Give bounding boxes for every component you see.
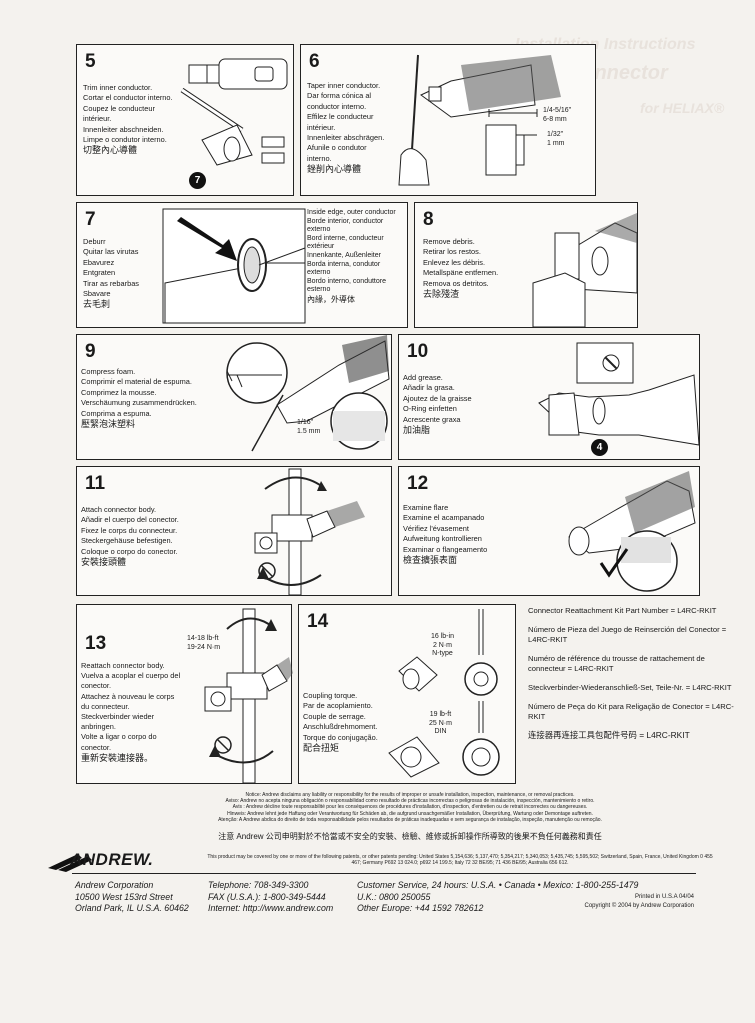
andrew-logo-icon (48, 854, 92, 872)
step-13-text: Reattach connector body.Vuelva a acoplar… (81, 661, 181, 763)
step-5-illustration (180, 58, 288, 166)
step-6-text: Taper inner conductor.Dar forma cónica a… (307, 81, 385, 175)
step-8-text: Remove debris.Retirar los restos.Enlevez… (423, 237, 499, 300)
step-13-panel: 13 Reattach connector body.Vuelva a acop… (76, 604, 293, 784)
liability-notice: Notice: Andrew disclaims any liability o… (218, 792, 602, 823)
step-13-number: 13 (85, 633, 107, 654)
footer-customer-service: Customer Service, 24 hours: U.S.A. • Can… (357, 880, 639, 913)
step-10-text: Add grease.Añadir la grasa.Ajoutez de la… (403, 373, 472, 436)
step-10-number: 10 (407, 341, 429, 362)
step-13-illustration (204, 608, 293, 784)
step-9-illustration (226, 335, 390, 452)
step-9-text: Compress foam.Comprimir el material de e… (81, 367, 197, 430)
step-14-number: 14 (307, 611, 329, 632)
step-6-panel: 6 Taper inner conductor.Dar forma cónica… (300, 44, 596, 196)
step-9-dim-label: 1/16"1.5 mm (297, 419, 321, 435)
step-10-panel: 10 Add grease.Añadir la grasa.Ajoutez de… (398, 334, 700, 460)
step-10-callout: 4 (591, 439, 608, 456)
step-9-panel: 9 Compress foam.Comprimir el material de… (76, 334, 392, 460)
step-14-illustration (388, 609, 500, 778)
step-11-illustration (254, 468, 365, 596)
step-8-illustration (532, 213, 638, 328)
step-8-panel: 8 Remove debris.Retirar los restos.Enlev… (414, 202, 638, 328)
kit-part-number-text: Connector Reattachment Kit Part Number =… (528, 606, 734, 741)
step-11-number: 11 (85, 473, 106, 494)
step-14-panel: 14 Coupling torque.Par de acoplamiento.C… (298, 604, 516, 784)
step-11-text: Attach connector body.Añadir el cuerpo d… (81, 505, 179, 568)
andrew-logo: ANDREW. (70, 850, 154, 869)
patent-notice: This product may be covered by one or mo… (207, 854, 713, 866)
step-6-dim-bevel: 1/32"1 mm (547, 131, 565, 147)
step-7-number: 7 (85, 209, 96, 230)
step-6-illustration (398, 54, 561, 186)
step-5-callout: 7 (189, 172, 206, 189)
step-14-text: Coupling torque.Par de acoplamiento.Coup… (303, 691, 378, 754)
step-5-number: 5 (85, 51, 96, 72)
step-12-number: 12 (407, 473, 429, 494)
step-11-panel: 11 Attach connector body.Añadir el cuerp… (76, 466, 392, 596)
ghost-title-3: for HELIAX® (640, 100, 725, 116)
step-5-text: Trim inner conductor.Cortar el conductor… (83, 83, 173, 156)
step-6-number: 6 (309, 51, 320, 72)
footer-rule (72, 873, 696, 874)
step-9-number: 9 (85, 341, 96, 362)
liability-notice-chinese: 注意 Andrew 公司申明對於不恰當或不安全的安裝、檢驗、維修或拆卸操作所導致… (218, 832, 602, 841)
step-7-illustration (162, 208, 306, 324)
step-12-illustration (568, 471, 696, 592)
step-5-panel: 5 Trim inner conductor.Cortar el conduct… (76, 44, 294, 196)
step-8-number: 8 (423, 209, 434, 230)
step-6-dim-length: 1/4-5/16"6-8 mm (543, 107, 572, 123)
step-10-illustration (538, 342, 700, 446)
